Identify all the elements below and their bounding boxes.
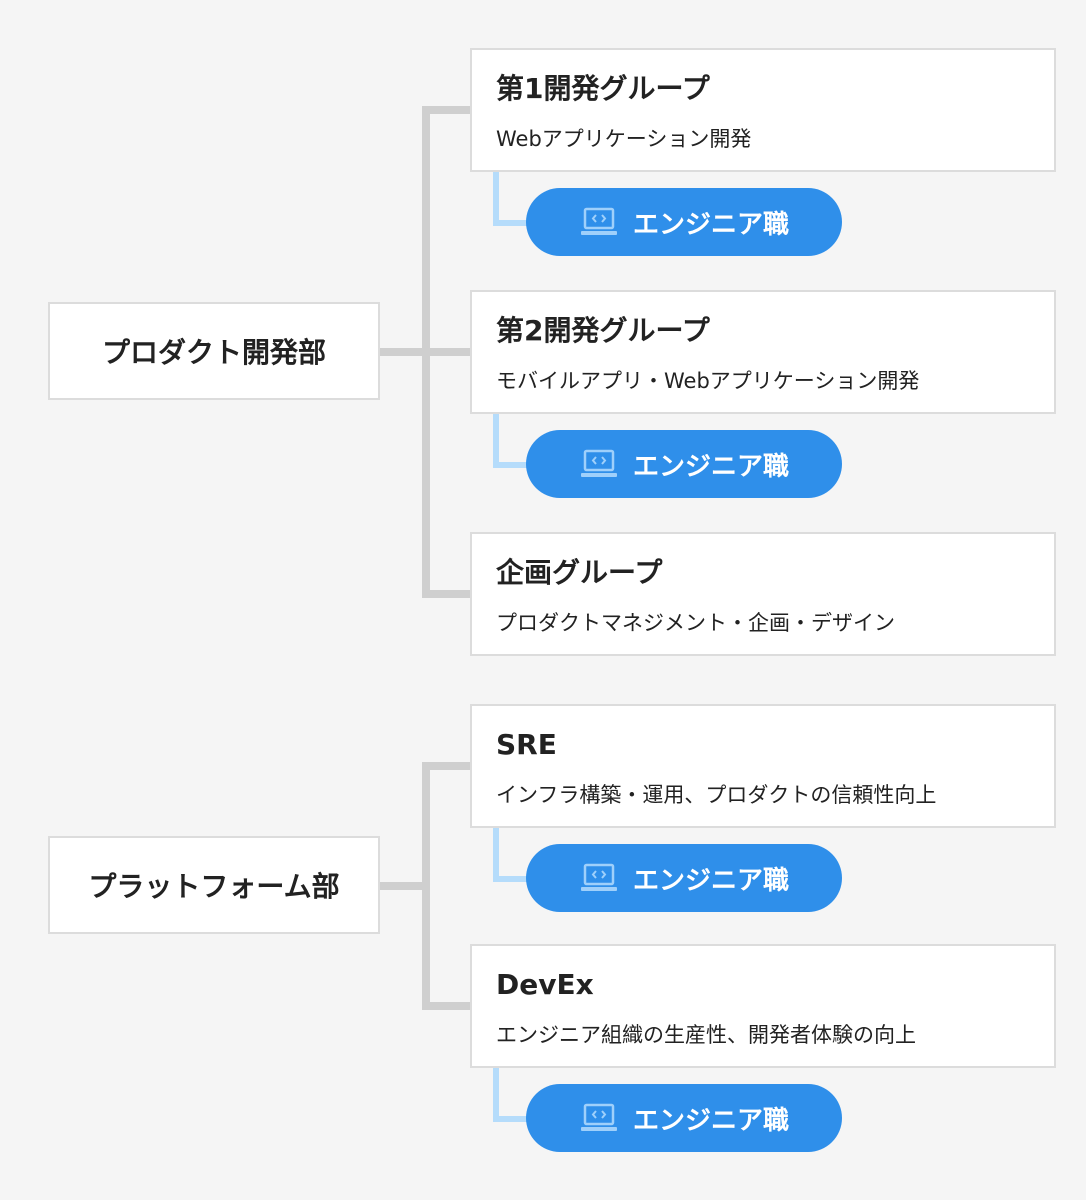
group-box-dev1: 第1開発グループ Webアプリケーション開発 xyxy=(470,48,1056,172)
role-pill-engineer-dev2[interactable]: エンジニア職 xyxy=(526,430,842,498)
group-name: SRE xyxy=(496,728,557,761)
laptop-code-icon xyxy=(580,1103,617,1131)
laptop-code-icon xyxy=(580,449,617,477)
group-box-sre: SRE インフラ構築・運用、プロダクトの信頼性向上 xyxy=(470,704,1056,828)
group-name: DevEx xyxy=(496,968,594,1001)
group-box-planning: 企画グループ プロダクトマネジメント・企画・デザイン xyxy=(470,532,1056,656)
role-label: エンジニア職 xyxy=(632,451,789,482)
group-desc: インフラ構築・運用、プロダクトの信頼性向上 xyxy=(496,783,937,807)
role-connector-1-h xyxy=(493,220,527,226)
group-desc: エンジニア組織の生産性、開発者体験の向上 xyxy=(496,1023,916,1047)
role-pill-engineer-sre[interactable]: エンジニア職 xyxy=(526,844,842,912)
laptop-code-icon xyxy=(580,863,617,891)
group-name: 第1開発グループ xyxy=(496,72,710,105)
role-label: エンジニア職 xyxy=(632,865,789,896)
connector-group4-branch xyxy=(422,762,470,770)
connector-group3-branch xyxy=(422,590,470,598)
dept-name: プロダクト開発部 xyxy=(101,336,326,369)
group-name: 企画グループ xyxy=(496,556,663,589)
connector-dept1-stub xyxy=(380,348,424,356)
role-connector-5 xyxy=(493,1068,499,1122)
dept-box-platform: プラットフォーム部 xyxy=(48,836,380,934)
role-connector-2-h xyxy=(493,462,527,468)
role-label: エンジニア職 xyxy=(632,209,789,240)
role-connector-4-h xyxy=(493,876,527,882)
group-desc: Webアプリケーション開発 xyxy=(496,127,752,151)
role-pill-engineer-devex[interactable]: エンジニア職 xyxy=(526,1084,842,1152)
connector-group1-branch xyxy=(422,106,470,114)
connector-group2-branch xyxy=(422,348,470,356)
connector-group5-branch xyxy=(422,1002,470,1010)
group-name: 第2開発グループ xyxy=(496,314,710,347)
role-connector-5-h xyxy=(493,1116,527,1122)
group-box-dev2: 第2開発グループ モバイルアプリ・Webアプリケーション開発 xyxy=(470,290,1056,414)
connector-dept2-trunk xyxy=(422,762,430,1010)
group-desc: プロダクトマネジメント・企画・デザイン xyxy=(496,611,895,635)
dept-box-product: プロダクト開発部 xyxy=(48,302,380,400)
group-box-devex: DevEx エンジニア組織の生産性、開発者体験の向上 xyxy=(470,944,1056,1068)
role-connector-2 xyxy=(493,414,499,468)
connector-dept2-stub xyxy=(380,882,424,890)
role-pill-engineer-dev1[interactable]: エンジニア職 xyxy=(526,188,842,256)
laptop-code-icon xyxy=(580,207,617,235)
role-connector-4 xyxy=(493,828,499,882)
group-desc: モバイルアプリ・Webアプリケーション開発 xyxy=(496,369,920,393)
role-label: エンジニア職 xyxy=(632,1105,789,1136)
role-connector-1 xyxy=(493,172,499,226)
dept-name: プラットフォーム部 xyxy=(88,870,340,903)
